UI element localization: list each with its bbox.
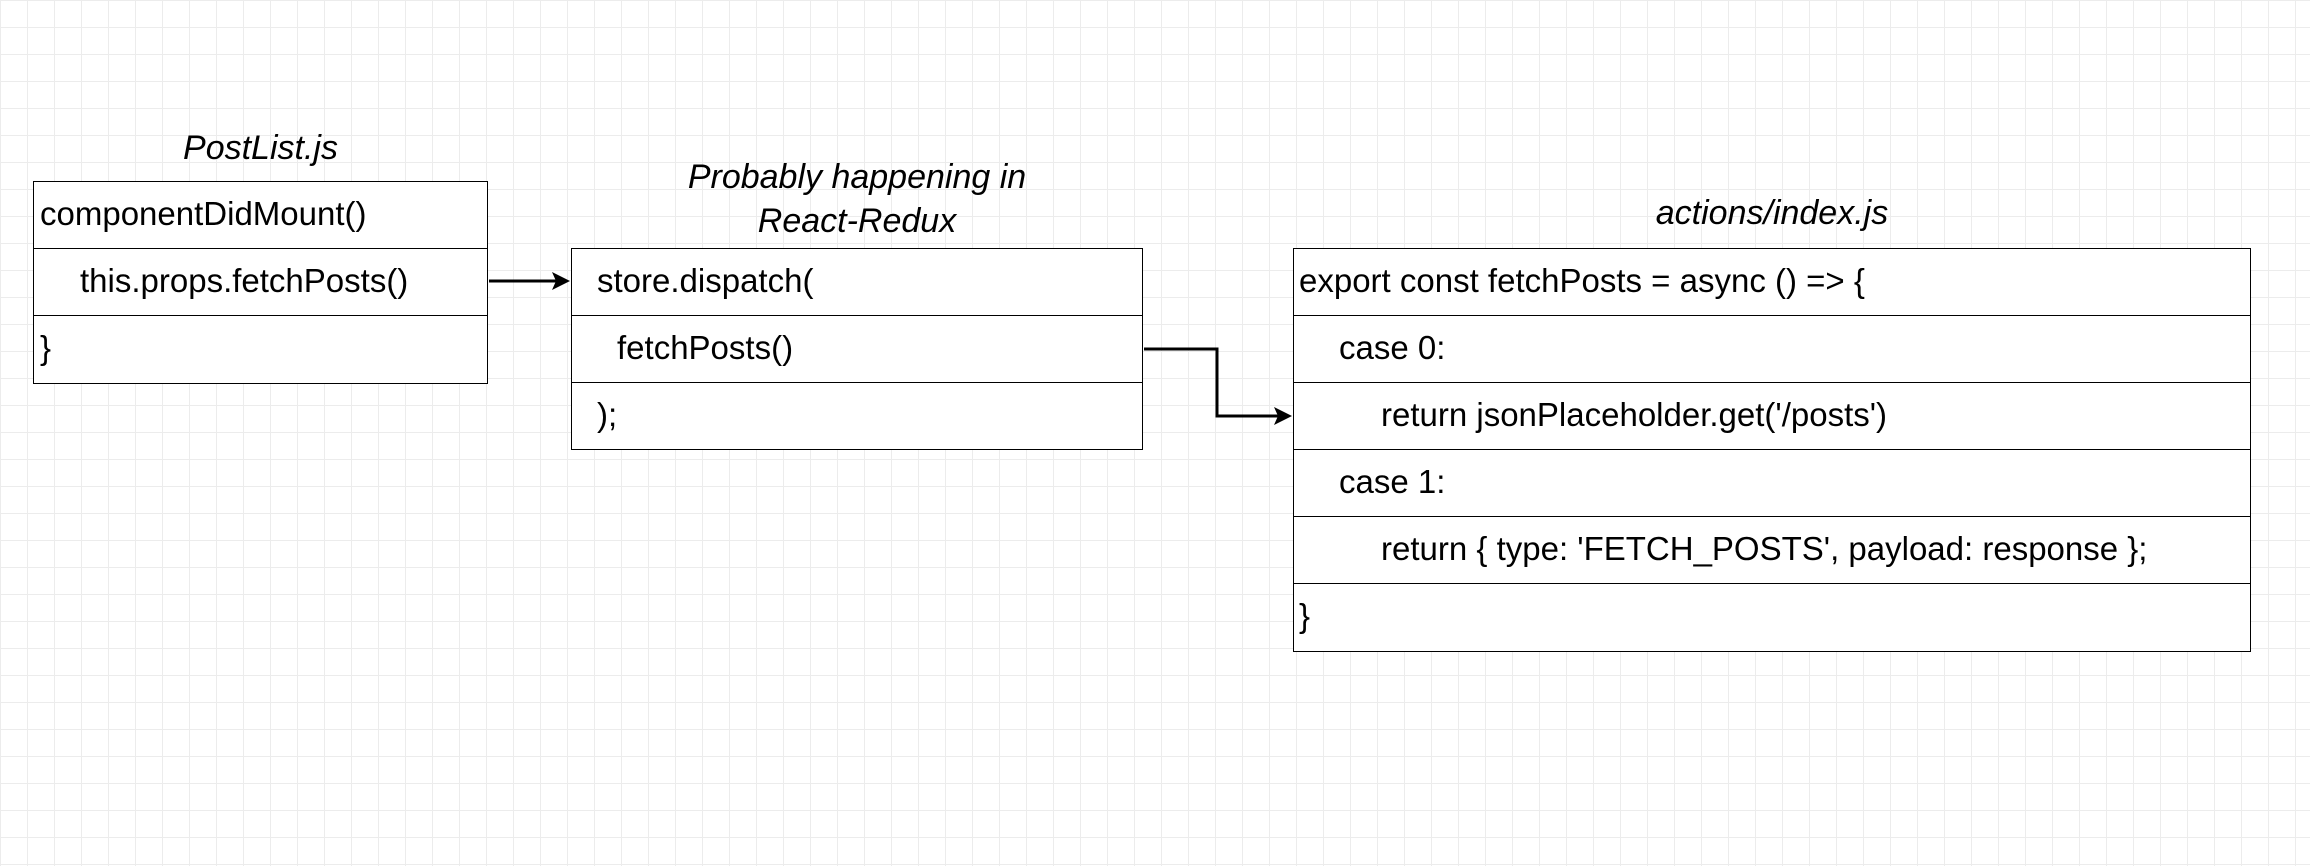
actions-row-2[interactable]: return jsonPlaceholder.get('/posts') <box>1294 383 2250 450</box>
actions-row-3[interactable]: case 1: <box>1294 450 2250 517</box>
redux-title-line1: Probably happening in <box>687 158 1027 196</box>
arrow-postlist-to-redux <box>489 272 570 290</box>
postlist-row-2[interactable]: } <box>40 329 52 366</box>
redux-row-0[interactable]: store.dispatch( <box>572 249 1142 316</box>
actions-box[interactable]: export const fetchPosts = async () => { … <box>1293 248 2251 652</box>
postlist-row-0[interactable]: componentDidMount() <box>34 182 487 249</box>
redux-row-2[interactable]: ); <box>597 396 618 433</box>
actions-row-5[interactable]: } <box>1299 597 1311 634</box>
redux-title-line2: React-Redux <box>757 202 957 240</box>
postlist-box[interactable]: componentDidMount() this.props.fetchPost… <box>33 181 488 384</box>
actions-row-1[interactable]: case 0: <box>1294 316 2250 383</box>
redux-row-1[interactable]: fetchPosts() <box>572 316 1142 383</box>
postlist-title: PostList.js <box>183 129 338 167</box>
actions-row-0[interactable]: export const fetchPosts = async () => { <box>1294 249 2250 316</box>
actions-row-4[interactable]: return { type: 'FETCH_POSTS', payload: r… <box>1294 517 2250 584</box>
arrow-redux-to-actions <box>1144 347 1292 425</box>
postlist-row-1[interactable]: this.props.fetchPosts() <box>34 249 487 316</box>
actions-title: actions/index.js <box>1655 194 1889 232</box>
redux-box[interactable]: store.dispatch( fetchPosts() ); <box>571 248 1143 450</box>
